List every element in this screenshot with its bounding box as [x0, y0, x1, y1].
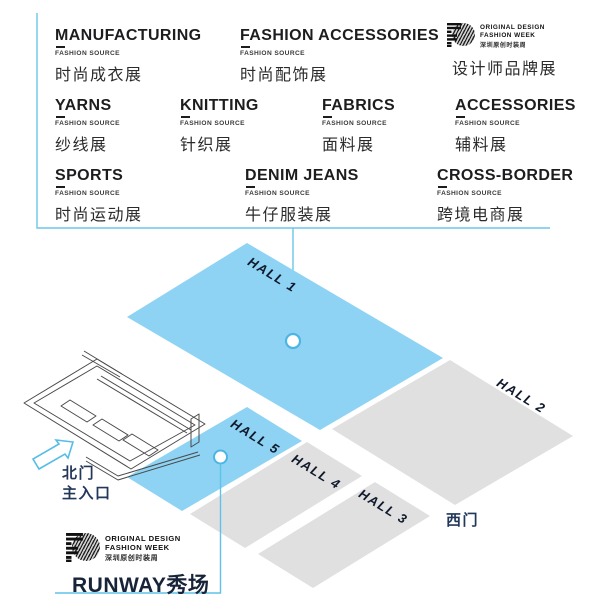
legend-title: MANUFACTURING — [55, 27, 202, 44]
odfw-logo-text: ORIGINAL DESIGN FASHION WEEK 深圳原创时装周 — [105, 533, 181, 563]
legend-title: YARNS — [55, 97, 112, 114]
legend-item-fashion-accessories: FASHION ACCESSORIES FASHION SOURCE 时尚配饰展 — [240, 27, 440, 85]
legend-subtitle: FASHION SOURCE — [55, 189, 120, 197]
north-gate-label: 北门 — [62, 465, 96, 482]
legend-item-cross-border: CROSS-BORDER FASHION SOURCE 跨境电商展 — [437, 167, 574, 225]
underline-dash — [181, 115, 190, 118]
underline-dash — [323, 115, 332, 118]
underline-dash — [56, 185, 65, 188]
hall-1-marker[interactable] — [284, 332, 302, 350]
hall-1-shape[interactable] — [127, 243, 443, 430]
underline-dash — [456, 115, 465, 118]
legend-item-denim-jeans: DENIM JEANS FASHION SOURCE 牛仔服装展 — [245, 167, 359, 225]
underline-dash — [438, 185, 447, 188]
legend-title: KNITTING — [180, 97, 259, 114]
underline-dash — [241, 45, 250, 48]
odfw-f-icon — [447, 23, 461, 47]
legend-subtitle: FASHION SOURCE — [180, 119, 245, 127]
legend-item-yarns: YARNS FASHION SOURCE 纱线展 — [55, 97, 120, 155]
hall-3-shape[interactable] — [258, 482, 430, 588]
entrance-arrow-icon — [31, 438, 75, 471]
odfw-f-icon — [66, 533, 83, 562]
legend-subtitle: FASHION SOURCE — [240, 49, 305, 57]
runway-title: RUNWAY秀场 — [72, 574, 210, 598]
legend-subtitle: FASHION SOURCE — [55, 119, 120, 127]
odfw-logo: ORIGINAL DESIGN FASHION WEEK 深圳原创时装周 — [66, 533, 209, 563]
odfw-logo: ORIGINAL DESIGN FASHION WEEK 深圳原创时装周 — [447, 23, 557, 49]
legend-chinese: 时尚配饰展 — [240, 66, 328, 84]
legend-item-manufacturing: MANUFACTURING FASHION SOURCE 时尚成衣展 — [55, 27, 202, 85]
legend-chinese: 辅料展 — [455, 136, 508, 154]
legend-item-sports: SPORTS FASHION SOURCE 时尚运动展 — [55, 167, 143, 225]
runway-connector-line — [55, 463, 222, 594]
legend-title: DENIM JEANS — [245, 167, 359, 184]
odfw-line1: ORIGINAL DESIGN — [480, 24, 545, 31]
legend-chinese: 时尚运动展 — [55, 206, 143, 224]
hall-4-shape[interactable] — [190, 442, 362, 548]
legend-chinese: 时尚成衣展 — [55, 66, 143, 84]
legend-chinese: 设计师品牌展 — [452, 61, 558, 79]
legend-item-accessories: ACCESSORIES FASHION SOURCE 辅料展 — [455, 97, 576, 155]
legend-bracket-line — [36, 13, 550, 229]
legend-subtitle: FASHION SOURCE — [437, 189, 502, 197]
odfw-logo-text: ORIGINAL DESIGN FASHION WEEK 深圳原创时装周 — [480, 23, 545, 49]
legend-item-fabrics: FABRICS FASHION SOURCE 面料展 — [322, 97, 396, 155]
odfw-line2: FASHION WEEK — [105, 543, 170, 553]
odfw-line2: FASHION WEEK — [480, 31, 536, 39]
underline-dash — [56, 115, 65, 118]
legend-title: FASHION ACCESSORIES — [240, 27, 440, 44]
odfw-line1: ORIGINAL DESIGN — [105, 534, 181, 543]
legend-chinese: 牛仔服装展 — [245, 206, 333, 224]
legend-subtitle: FASHION SOURCE — [455, 119, 520, 127]
legend-title: ACCESSORIES — [455, 97, 576, 114]
odfw-line3: 深圳原创时装周 — [480, 43, 527, 50]
legend-title: FABRICS — [322, 97, 396, 114]
hall-5-marker[interactable] — [213, 449, 228, 465]
legend-item-knitting: KNITTING FASHION SOURCE 针织展 — [180, 97, 259, 155]
legend-subtitle: FASHION SOURCE — [322, 119, 387, 127]
hall-2-shape[interactable] — [332, 360, 573, 505]
odfw-line3: 深圳原创时装周 — [105, 555, 159, 563]
legend-title: CROSS-BORDER — [437, 167, 574, 184]
legend-chinese: 跨境电商展 — [437, 206, 525, 224]
underline-dash — [56, 45, 65, 48]
underline-dash — [246, 185, 255, 188]
legend-subtitle: FASHION SOURCE — [245, 189, 310, 197]
legend-item-designer-brand: ORIGINAL DESIGN FASHION WEEK 深圳原创时装周 设计师… — [447, 23, 558, 79]
building-wireframe — [23, 350, 206, 481]
main-entrance-label: 主入口 — [62, 485, 112, 502]
west-gate-label: 西门 — [446, 512, 480, 529]
legend-chinese: 面料展 — [322, 136, 375, 154]
legend-subtitle: FASHION SOURCE — [55, 49, 120, 57]
legend-chinese: 针织展 — [180, 136, 233, 154]
legend-chinese: 纱线展 — [55, 136, 108, 154]
legend-title: SPORTS — [55, 167, 124, 184]
runway-block: ORIGINAL DESIGN FASHION WEEK 深圳原创时装周 RUN… — [66, 533, 210, 599]
